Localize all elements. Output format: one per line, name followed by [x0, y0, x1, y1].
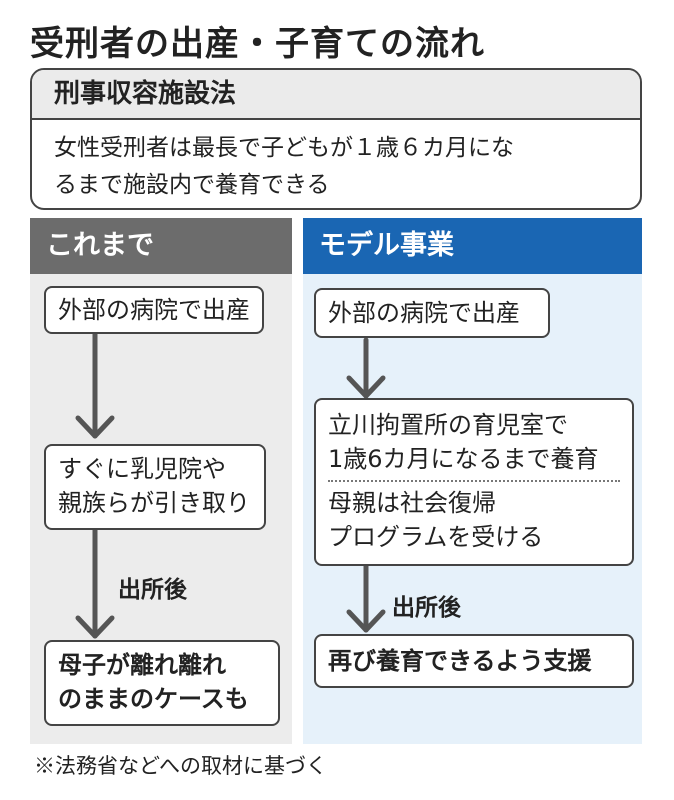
left-step-custody-line2: 親族らが引き取り — [58, 489, 250, 517]
left-step-custody-line1: すぐに乳児院や — [58, 455, 226, 483]
right-arrow-1-head — [346, 375, 386, 399]
law-text-line1: 女性受刑者は最長で子どもが１歳６カ月にな — [54, 135, 514, 161]
right-step-nursery-line1: 立川拘置所の育児室で — [328, 411, 568, 439]
right-release-label: 出所後 — [392, 595, 461, 621]
right-column-header: モデル事業 — [303, 218, 642, 274]
right-step-nursery-line4: プログラムを受ける — [328, 523, 544, 551]
left-release-label: 出所後 — [118, 577, 187, 603]
left-arrow-2-head — [75, 615, 115, 639]
left-step-birth: 外部の病院で出産 — [44, 286, 264, 334]
left-column-header: これまで — [30, 218, 292, 274]
right-step-nursery-line3: 母親は社会復帰 — [328, 489, 496, 517]
law-box: 刑事収容施設法 女性受刑者は最長で子どもが１歳６カ月にな るまで施設内で養育でき… — [30, 68, 642, 210]
law-heading: 刑事収容施設法 — [32, 70, 640, 120]
left-step-custody: すぐに乳児院や 親族らが引き取り — [44, 444, 266, 530]
left-arrow-1-head — [75, 415, 115, 439]
left-step-separated-line1: 母子が離れ離れ — [58, 651, 226, 679]
right-arrow-2-head — [346, 609, 386, 633]
right-step-support: 再び養育できるよう支援 — [314, 634, 634, 688]
right-step-divider — [328, 480, 620, 482]
left-step-separated-line2: のままのケースも — [58, 685, 249, 713]
diagram-title: 受刑者の出産・子育ての流れ — [30, 24, 485, 64]
right-step-nursery: 立川拘置所の育児室で 1歳6カ月になるまで養育 母親は社会復帰 プログラムを受け… — [314, 398, 634, 566]
source-footnote: ※法務省などへの取材に基づく — [34, 754, 327, 778]
right-step-nursery-line2: 1歳6カ月になるまで養育 — [328, 445, 599, 473]
law-text: 女性受刑者は最長で子どもが１歳６カ月にな るまで施設内で養育できる — [32, 120, 640, 204]
law-text-line2: るまで施設内で養育できる — [54, 172, 330, 198]
right-step-birth: 外部の病院で出産 — [314, 288, 550, 338]
left-step-separated: 母子が離れ離れ のままのケースも — [44, 640, 280, 726]
